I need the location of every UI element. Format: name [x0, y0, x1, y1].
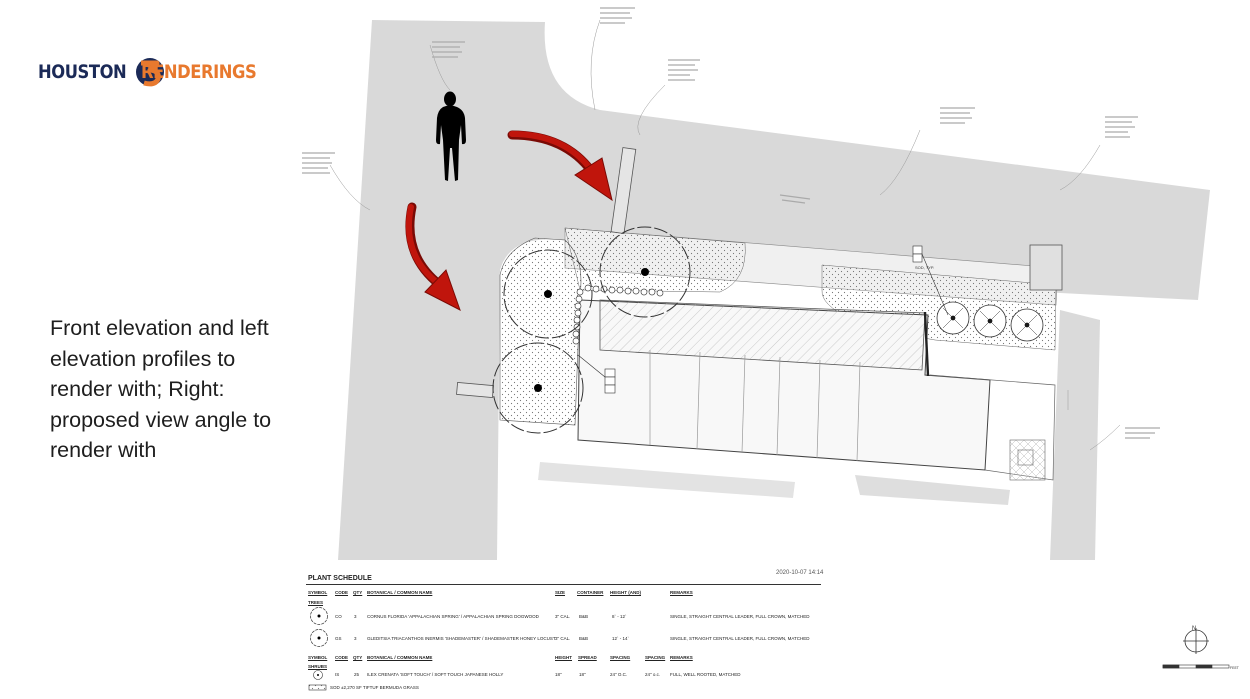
tree-legend-icons	[310, 607, 328, 647]
tree-header-height: HEIGHT (AND)	[610, 590, 641, 595]
annotation-leaders	[329, 19, 1121, 451]
scale-label: FEET	[1230, 666, 1240, 670]
planting-bed-corner	[499, 237, 582, 426]
tree-header-container: CONTAINER	[577, 590, 604, 595]
tree-container: B&B	[579, 636, 589, 641]
logo-three-mark-icon	[135, 58, 164, 87]
tree-name: GLEDITSIA TRIACANTHOS INERMIS 'SHADEMAST…	[367, 636, 556, 641]
tree-qty: 3	[354, 636, 357, 641]
curved-arrow-icon	[405, 202, 461, 312]
tree-remarks: SINGLE, STRAIGHT CENTRAL LEADER, FULL CR…	[670, 636, 810, 641]
shrub-remarks: FULL, WELL ROOTED, MATCHED	[670, 672, 741, 677]
shrub-header-qty: QTY	[353, 655, 363, 660]
shrub-header-code: CODE	[335, 655, 349, 660]
tree-header-qty: QTY	[353, 590, 363, 595]
north-arrow-icon	[1183, 628, 1209, 654]
company-logo: HOUSTON RENDERINGS	[38, 52, 275, 92]
tree-size: 3" CAL.	[555, 636, 571, 641]
shrub-code: IS	[335, 672, 340, 677]
trees-section-label: TREES	[308, 600, 324, 605]
tree-qty: 3	[354, 614, 357, 619]
transformer-pad	[1029, 244, 1063, 291]
tree-header-name: BOTANICAL / COMMON NAME	[367, 590, 433, 595]
curved-arrow-icon	[507, 130, 613, 202]
shrub-qty: 25	[354, 672, 360, 677]
sod-row: SOD ±2,270 SF TIFTUF BERMUDA GRASS	[330, 685, 419, 690]
shrub-legend-icon	[313, 670, 323, 680]
shrub-header-spacing-2: SPACING	[645, 655, 666, 660]
shrub-row	[572, 284, 664, 345]
caption-text: Front elevation and left elevation profi…	[50, 316, 272, 462]
building-footprint	[577, 299, 1056, 481]
shrub-header-name: BOTANICAL / COMMON NAME	[367, 655, 433, 660]
schedule-rule	[306, 584, 821, 585]
shrub-name: ILEX CRENATA 'SOFT TOUCH' / SOFT TOUCH J…	[367, 672, 504, 677]
shrub-header-spread: SPREAD	[578, 655, 597, 660]
tree-height: 8` - 12`	[612, 614, 627, 619]
tree-name: CORNUS FLORIDA 'APPALACHIAN SPRING' / AP…	[367, 614, 539, 619]
north-label: N	[1192, 626, 1196, 632]
human-figure-icon	[436, 91, 466, 181]
shrub-spacing: 24" O.C.	[610, 672, 628, 677]
tree-height: 12` - 14`	[612, 636, 630, 641]
tree-code: CO	[335, 614, 342, 619]
tree-symbol-dogwood	[936, 301, 1044, 342]
shrubs-section-label: SHRUBS	[308, 664, 328, 669]
pavement-area	[338, 20, 1210, 560]
tree-symbol-locust	[492, 342, 584, 434]
shrub-header-height: HEIGHT	[555, 655, 573, 660]
callout-symbol	[577, 245, 949, 394]
scale-bar-icon	[1162, 664, 1230, 669]
tree-header-size: SIZE	[555, 590, 566, 595]
tree-container: B&B	[579, 614, 589, 619]
annotation-notes	[302, 7, 1160, 439]
shrub-height: 18"	[555, 672, 562, 677]
tree-header-code: CODE	[335, 590, 349, 595]
tree-header-remarks: REMARKS	[670, 590, 693, 595]
tree-remarks: SINGLE, STRAIGHT CENTRAL LEADER, FULL CR…	[670, 614, 810, 619]
shrub-spread: 18"	[579, 672, 586, 677]
tree-size: 3" CAL.	[555, 614, 571, 619]
shrub-header-remarks: REMARKS	[670, 655, 693, 660]
schedule-title: PLANT SCHEDULE	[308, 575, 372, 582]
shrub-header-spacing: SPACING	[610, 655, 631, 660]
tree-symbol-locust	[503, 249, 593, 339]
meter-box	[456, 382, 494, 398]
utility-pole	[610, 147, 637, 235]
tree-header-symbol: SYMBOL	[308, 590, 328, 595]
shrub-spacing-2: 24" o.c.	[645, 672, 661, 677]
sod-legend-icon	[308, 684, 327, 691]
shrub-header-symbol: SYMBOL	[308, 655, 328, 660]
tree-symbol-locust	[599, 226, 691, 318]
schedule-date: 2020-10-07 14:14	[776, 570, 824, 576]
tree-code: GS	[335, 636, 342, 641]
logo-word-houston: HOUSTON	[38, 61, 127, 83]
callout-label: SOD, TYP.	[915, 265, 934, 270]
logo-word-renderings: RENDERINGS	[140, 61, 257, 83]
